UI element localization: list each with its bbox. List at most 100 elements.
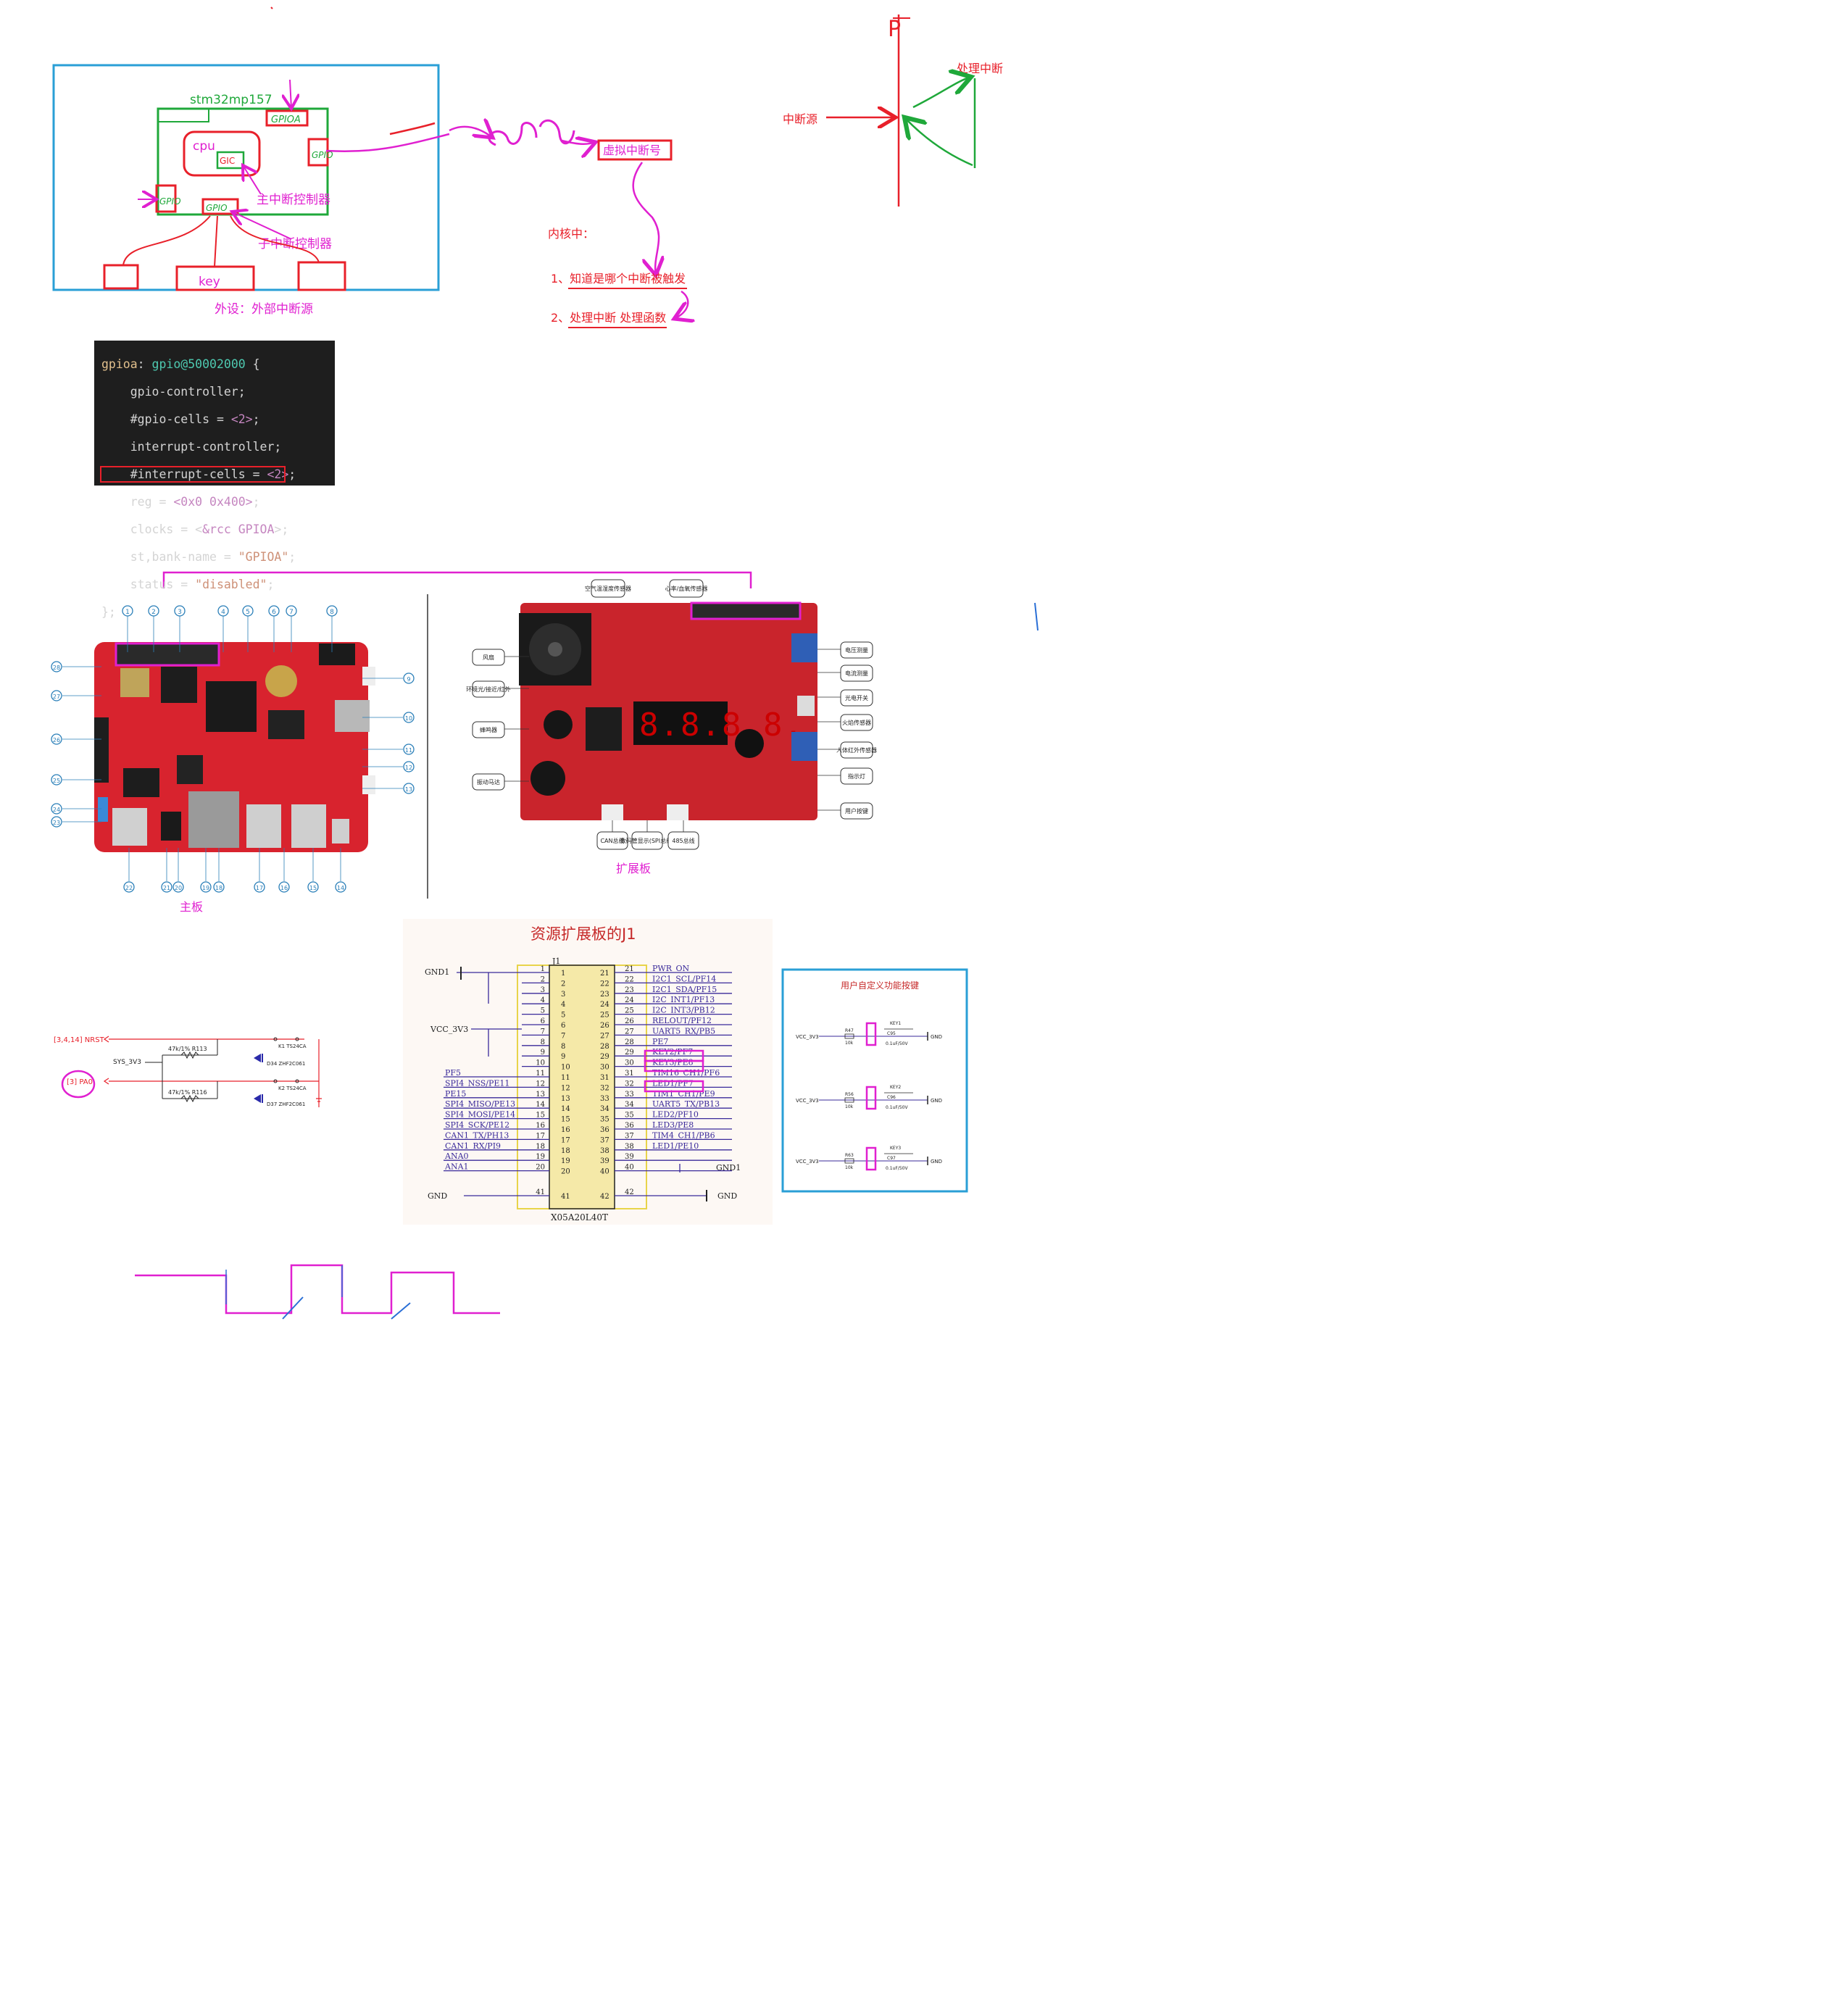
pin-number: 2 xyxy=(561,980,565,988)
key-cap-val: 0.1uF/50V xyxy=(886,1105,908,1110)
key-net: VCC_3V3 xyxy=(796,1034,819,1040)
net-label: CAN1_RX/PI9 xyxy=(445,1141,501,1151)
callout-label: 振动马达 xyxy=(477,778,500,786)
svg-text:SYS_3V3: SYS_3V3 xyxy=(113,1059,141,1066)
key-name: KEY3 xyxy=(890,1146,901,1151)
callout-label: 人体红外传感器 xyxy=(836,746,877,754)
pin-number: 18 xyxy=(536,1143,545,1151)
pin-number: 4 xyxy=(561,1001,565,1009)
pin-number: 6 xyxy=(541,1017,545,1025)
pin-number: 28 xyxy=(625,1038,634,1046)
gic-label: GIC xyxy=(220,156,235,166)
pin-number: 8 xyxy=(541,1038,545,1046)
pin-number: 24 xyxy=(625,996,634,1004)
pin-number: 26 xyxy=(625,1017,634,1025)
code-line: interrupt-controller; xyxy=(101,440,282,454)
net-label: PE15 xyxy=(445,1089,466,1099)
callout-marker xyxy=(51,661,62,672)
pin-number: 32 xyxy=(625,1080,634,1088)
pin-number: 20 xyxy=(536,1164,545,1172)
net-label: SPI4_SCK/PE12 xyxy=(445,1120,509,1130)
callout-number: 9 xyxy=(407,676,410,683)
buzzer xyxy=(544,710,573,739)
callout-label: 指示灯 xyxy=(848,772,865,780)
callout-marker xyxy=(403,761,415,772)
net-label: UART5_TX/PB13 xyxy=(652,1099,720,1109)
source-label: 中断源 xyxy=(783,112,817,126)
callout-number: 25 xyxy=(53,778,60,784)
pin-number: 4 xyxy=(541,996,545,1004)
key-name: KEY1 xyxy=(890,1021,901,1026)
callout-marker xyxy=(403,672,415,684)
pin-number: 14 xyxy=(536,1101,545,1109)
pin-number: 9 xyxy=(541,1049,545,1057)
net-label: I2C_INT1/PF13 xyxy=(652,995,715,1004)
key-cap: C96 xyxy=(887,1095,896,1100)
pin-number: 11 xyxy=(561,1074,570,1082)
callout-number: 3 xyxy=(178,609,182,616)
callout-label: 心率/血氧传感器 xyxy=(665,585,708,592)
callout-number: 18 xyxy=(215,885,222,891)
callout-box xyxy=(840,802,873,820)
net-label: ANA0 xyxy=(444,1151,469,1161)
pin-number: 10 xyxy=(536,1059,545,1067)
pin-number: 25 xyxy=(625,1007,634,1015)
callout-marker xyxy=(335,881,346,893)
pin-number: 30 xyxy=(625,1059,634,1067)
pin-number: 38 xyxy=(625,1143,634,1151)
pin-number: 17 xyxy=(561,1136,570,1144)
motor xyxy=(530,761,565,796)
net-label: LED2/PF10 xyxy=(652,1110,699,1120)
callout-number: 12 xyxy=(405,765,412,771)
pin-number: 38 xyxy=(600,1147,609,1155)
interrupt-diagram: stm32mp157 cpu GIC GPIOA GPIO GPIO GPIO … xyxy=(52,64,688,328)
callout-label: 火焰传感器 xyxy=(842,719,871,726)
svg-text:K1 TS24CA: K1 TS24CA xyxy=(278,1044,307,1049)
net-label: GND1 xyxy=(425,967,449,977)
net-label: I2C1_SCL/PF14 xyxy=(652,974,716,983)
callout-marker xyxy=(213,881,225,893)
key-highlight xyxy=(865,1086,877,1110)
pin-number: 22 xyxy=(625,975,634,983)
virq-label: 虚拟中断号 xyxy=(603,143,661,157)
net-label: KEY3/PE8 xyxy=(652,1058,694,1067)
pin-number: 40 xyxy=(625,1164,634,1172)
callout-number: 27 xyxy=(53,693,60,700)
callout-marker xyxy=(51,690,62,701)
chip-label: stm32mp157 xyxy=(190,93,272,107)
callout-number: 5 xyxy=(246,609,250,616)
pin-number: 20 xyxy=(561,1168,570,1176)
p-label: P xyxy=(888,17,901,42)
pin-number: 18 xyxy=(561,1147,570,1155)
callout-marker xyxy=(51,774,62,786)
pin-number: 25 xyxy=(600,1012,609,1020)
callout-marker xyxy=(403,743,415,755)
callout-box xyxy=(591,579,625,598)
svg-text:GPIO: GPIO xyxy=(312,150,333,160)
callout-marker xyxy=(161,881,172,893)
callout-marker xyxy=(51,816,62,828)
key-res: R47 xyxy=(845,1028,854,1033)
callout-label: CAN总线 xyxy=(600,837,624,844)
net-label: PWR_ON xyxy=(652,964,690,973)
pin-number: 39 xyxy=(600,1157,609,1165)
svg-text:J1: J1 xyxy=(552,957,560,966)
callout-box xyxy=(840,689,873,707)
code-line: }; xyxy=(101,605,116,619)
pin-number: 19 xyxy=(536,1153,545,1161)
pin-number: 7 xyxy=(561,1032,565,1040)
pin-number: 12 xyxy=(561,1084,570,1092)
key-schematic: 用户自定义功能按键 VCC_3V3R4710kKEY1C950.1uF/50VG… xyxy=(781,968,968,1193)
svg-text:X05A20L40T: X05A20L40T xyxy=(551,1212,608,1222)
callout-label: 空气温湿度传感器 xyxy=(585,585,631,592)
pin-number: 1 xyxy=(541,965,545,973)
callout-number: 16 xyxy=(280,885,288,891)
callout-box xyxy=(472,773,505,791)
net-label: GND1 xyxy=(716,1163,741,1172)
key-label: key xyxy=(199,275,220,289)
callout-number: 13 xyxy=(405,786,412,793)
net-label: TIM16_CH1/PF6 xyxy=(652,1068,720,1078)
pin-number: 11 xyxy=(536,1070,545,1078)
callout-box xyxy=(840,714,873,731)
